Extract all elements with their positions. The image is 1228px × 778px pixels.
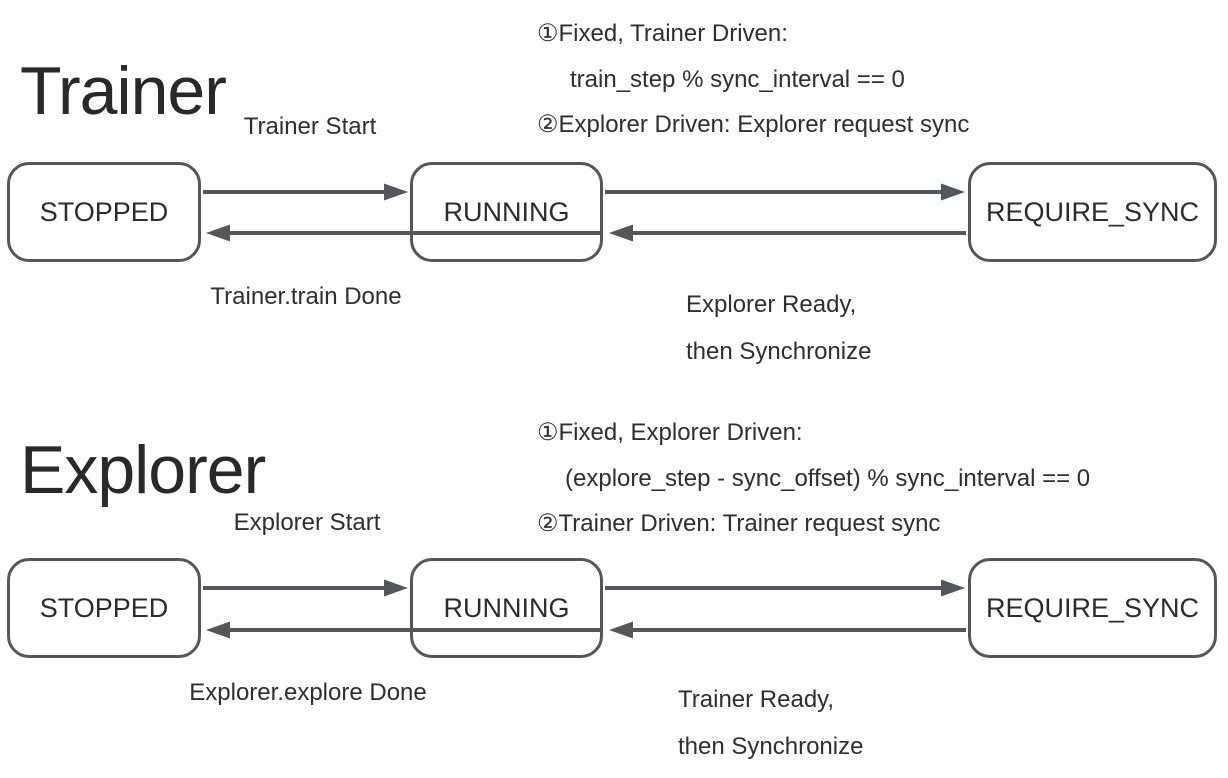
explorer-note-line-1: ①Fixed, Explorer Driven: [537,419,803,446]
sync-label-line-2: then Synchronize [686,338,872,365]
explorer-state-require-sync: REQUIRE_SYNC [968,558,1217,658]
trainer-diagram: Trainer Trainer Start ①Fixed, Trainer Dr… [7,20,1217,375]
state-label: REQUIRE_SYNC [985,592,1200,623]
explorer-state-stopped: STOPPED [7,558,201,658]
sync-label-line-1: Explorer Ready, [686,291,857,318]
explorer-note-line-2: (explore_step - sync_offset) % sync_inte… [565,465,1091,492]
sync-label-line-2: then Synchronize [678,733,864,760]
trainer-sync-label: Explorer Ready, then Synchronize [686,281,871,375]
explorer-note-line-3: ②Trainer Driven: Trainer request sync [537,510,941,537]
explorer-done-label: Explorer.explore Done [189,679,427,706]
explorer-title: Explorer [20,432,266,508]
state-label: STOPPED [39,196,169,227]
trainer-state-running: RUNNING [410,162,603,262]
trainer-start-label: Trainer Start [243,113,377,140]
trainer-note-line-1: ①Fixed, Trainer Driven: [537,20,788,47]
explorer-diagram: Explorer Explorer Start ①Fixed, Explorer… [0,396,1228,778]
state-label: RUNNING [443,592,570,623]
explorer-state-running: RUNNING [410,558,603,658]
explorer-sync-label: Trainer Ready, then Synchronize [678,676,863,770]
sync-label-line-1: Trainer Ready, [678,686,835,713]
trainer-note-line-2: train_step % sync_interval == 0 [570,66,905,93]
state-label: REQUIRE_SYNC [985,196,1200,227]
state-label: STOPPED [39,592,169,623]
trainer-state-require-sync: REQUIRE_SYNC [968,162,1217,262]
state-label: RUNNING [443,196,570,227]
trainer-state-stopped: STOPPED [7,162,201,262]
trainer-note-line-3: ②Explorer Driven: Explorer request sync [537,111,970,138]
explorer-start-label: Explorer Start [233,509,381,536]
trainer-title: Trainer [20,53,227,129]
trainer-done-label: Trainer.train Done [210,283,402,310]
